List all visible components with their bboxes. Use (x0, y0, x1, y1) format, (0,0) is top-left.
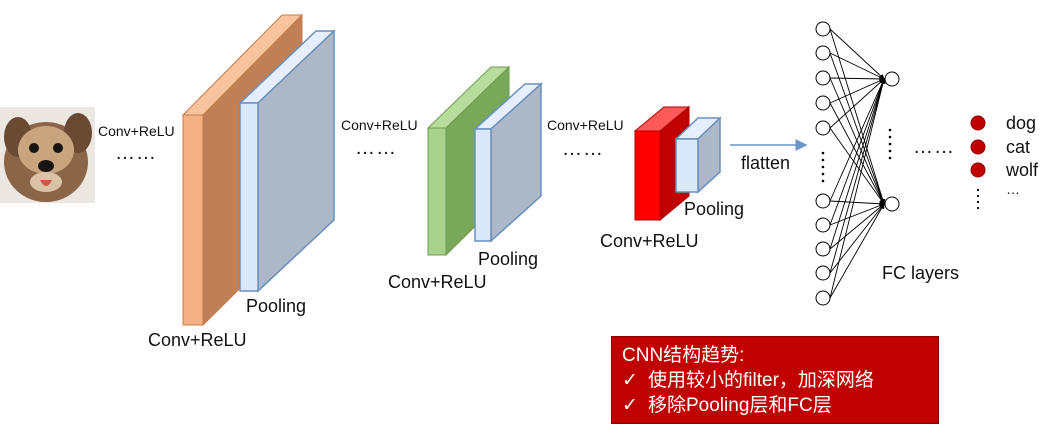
output-label-dog: dog (1006, 113, 1037, 133)
fc-input-node (815, 290, 831, 306)
check-icon: ✓ (622, 370, 638, 391)
pool-block-2 (473, 82, 543, 243)
conv-label-1: Conv+ReLU (148, 330, 247, 350)
fc-input-node (815, 120, 831, 136)
output-label-more: … (1006, 181, 1020, 197)
fc-edge (829, 52, 885, 80)
fc-edge (829, 78, 885, 202)
fc-edge (829, 52, 886, 205)
fc-edge (829, 78, 885, 104)
fc-input-node (815, 265, 831, 281)
fc-edge (829, 76, 885, 82)
fc-nodes (815, 21, 900, 306)
fc-hidden-node (884, 196, 900, 212)
fc-vertical-dots (821, 128, 980, 210)
note-item-1: ✓ 使用较小的filter，加深网络 (622, 368, 928, 393)
conv-label-2: Conv+ReLU (388, 272, 487, 292)
fc-input-node (815, 21, 831, 37)
fc-connections (829, 28, 886, 299)
conv-label-3: Conv+ReLU (600, 231, 699, 251)
between-label-2: Conv+ReLU (341, 117, 418, 133)
pool-label-2: Pooling (478, 249, 539, 269)
fc-input-node (815, 70, 831, 86)
fc-layers-label: FC layers (882, 263, 960, 283)
note-title: CNN结构趋势: (622, 345, 745, 366)
fc-edge (829, 203, 885, 299)
fc-hidden-node (884, 71, 900, 87)
fc-edge (829, 78, 885, 129)
between-label-1: Conv+ReLU (98, 123, 175, 139)
note-item-2-text: 移除Pooling层和FC层 (648, 395, 832, 416)
output-nodes (970, 115, 986, 178)
fc-edge (829, 127, 885, 205)
ellipsis-4: …… (913, 136, 955, 158)
ellipsis-2: …… (355, 137, 397, 159)
between-label-3: Conv+ReLU (547, 117, 624, 133)
fc-input-node (815, 241, 831, 257)
output-label-wolf: wolf (1006, 160, 1039, 180)
fc-input-node (815, 193, 831, 209)
output-node-dog (970, 115, 986, 131)
check-icon: ✓ (622, 395, 638, 416)
dog-photo (0, 107, 95, 203)
note-item-1-text: 使用较小的filter，加深网络 (648, 370, 874, 391)
note-item-2: ✓ 移除Pooling层和FC层 (622, 393, 928, 418)
pool-block-3 (674, 116, 722, 194)
pool-label-1: Pooling (246, 296, 307, 316)
output-node-wolf (970, 162, 986, 178)
output-node-cat (970, 139, 986, 155)
flatten-label: flatten (741, 153, 791, 173)
fc-edge (829, 78, 886, 250)
cnn-trend-note: CNN结构趋势: ✓ 使用较小的filter，加深网络 ✓ 移除Pooling层和F… (611, 336, 939, 424)
fc-edge (829, 78, 886, 274)
pool-block-1 (238, 29, 336, 293)
fc-edge (829, 78, 886, 299)
fc-edge (829, 28, 885, 80)
pool-label-3: Pooling (684, 199, 745, 219)
fc-input-node (815, 217, 831, 233)
fc-edge (829, 78, 885, 226)
fc-input-node (815, 95, 831, 111)
fc-input-node (815, 45, 831, 61)
ellipsis-3: …… (562, 138, 604, 160)
ellipsis-1: …… (115, 142, 157, 164)
fc-edge (829, 28, 886, 205)
output-label-cat: cat (1006, 137, 1031, 157)
